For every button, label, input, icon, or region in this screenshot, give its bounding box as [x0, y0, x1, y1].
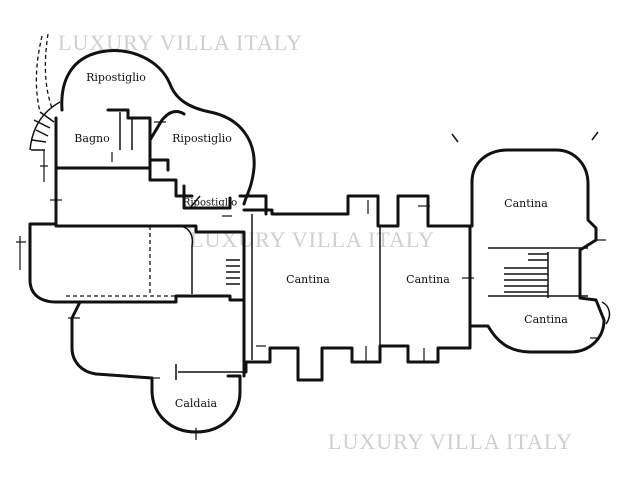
wall-right-building: [470, 148, 606, 354]
wall-left-column: [54, 166, 194, 226]
room-label-cantina-middle: Cantina: [406, 273, 450, 286]
wall-ripostiglio-right: [148, 110, 186, 142]
room-label-cantina-center: Cantina: [286, 273, 330, 286]
wall-ripostiglio-small: [182, 184, 268, 216]
wall-ripostiglio-top: [60, 49, 256, 206]
room-label-cantina-right-bottom: Cantina: [524, 313, 568, 326]
room-label-bagno: Bagno: [74, 132, 110, 145]
dimension-ticks: [16, 121, 606, 440]
room-label-ripostiglio-top: Ripostiglio: [86, 71, 146, 84]
wall-lower-left-room: [70, 298, 246, 434]
room-label-ripostiglio-small: Ripostiglio: [183, 198, 237, 209]
watermark-bottom: LUXURY VILLA ITALY: [328, 429, 573, 454]
room-label-caldaia: Caldaia: [175, 397, 218, 410]
room-label-cantina-right-top: Cantina: [504, 197, 548, 210]
entrance-path: [29, 33, 61, 151]
wall-cantina-center: [242, 194, 472, 382]
watermark-top: LUXURY VILLA ITALY: [58, 30, 303, 55]
room-label-ripostiglio-right: Ripostiglio: [172, 132, 232, 145]
wall-left-rooms: [28, 222, 246, 304]
